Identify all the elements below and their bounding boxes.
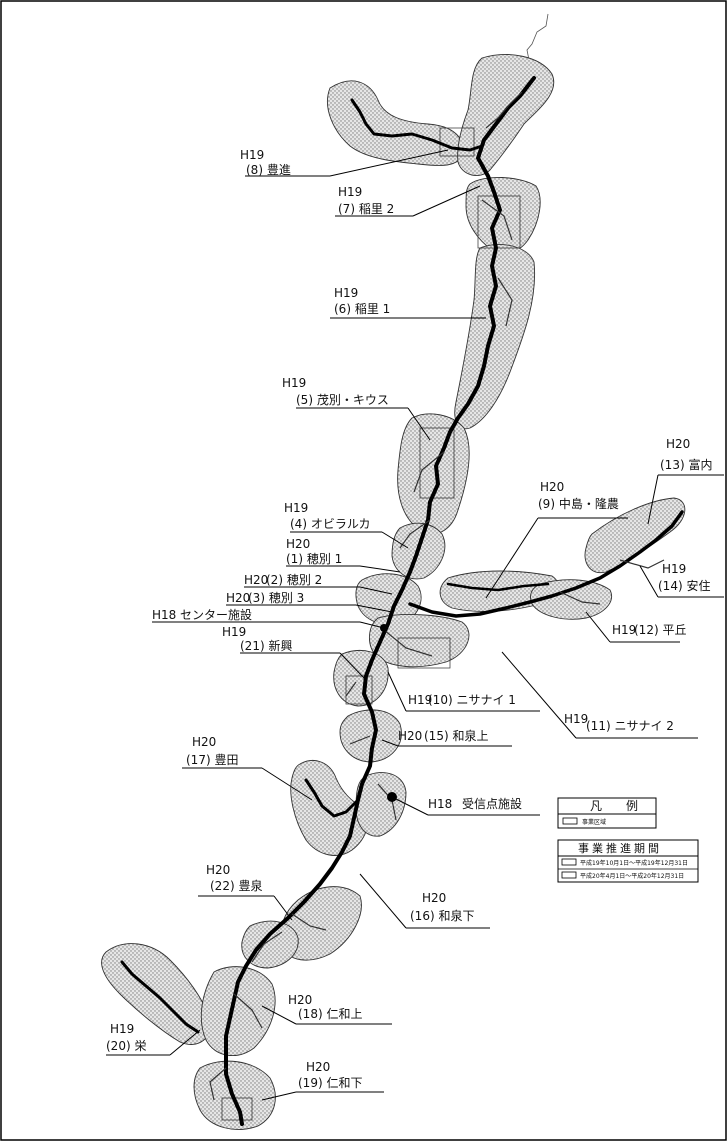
label-22-name: (22) 豊泉 — [210, 879, 262, 893]
label-6-name: (6) 稲里 1 — [334, 302, 390, 316]
label-21-name: (21) 新興 — [240, 638, 292, 653]
period-title: 事業推進期間 — [578, 841, 662, 855]
label-1-era: H20 — [286, 537, 310, 551]
label-2-name: (2) 穂別 2 — [266, 573, 322, 587]
label-13-era: H20 — [666, 437, 690, 451]
branch-lines — [209, 91, 665, 1101]
label-10-name: (10) ニサナイ 1 — [428, 693, 516, 707]
route-8 — [350, 98, 484, 152]
period-swatch-1 — [561, 858, 577, 866]
leader-lines — [106, 149, 724, 1101]
label-8-era: H19 — [240, 148, 264, 162]
label-center-name: センター施設 — [180, 607, 252, 622]
label-8-name: (8) 豊進 — [246, 163, 291, 177]
label-14-era: H19 — [662, 562, 686, 576]
project-period-legend: 事業推進期間 平成19年10月1日～平成19年12月31日 平成20年4月1日～… — [557, 839, 699, 883]
district-outlines — [221, 127, 521, 1121]
label-receiver-era: H18 — [428, 797, 452, 811]
label-9-era: H20 — [540, 480, 564, 494]
area-18 — [200, 966, 276, 1056]
area-5 — [397, 413, 470, 535]
label-17-name: (17) 豊田 — [186, 753, 238, 767]
route-17 — [304, 778, 360, 818]
period-swatch-2 — [561, 871, 577, 879]
label-18-name: (18) 仁和上 — [298, 1007, 362, 1021]
label-12-era: H19 — [612, 623, 636, 637]
label-21-era: H19 — [222, 625, 246, 639]
label-16-name: (16) 和泉下 — [410, 909, 474, 923]
label-17-era: H20 — [192, 735, 216, 749]
legend-item: 事業区域 — [582, 818, 606, 826]
label-14-name: (14) 安住 — [658, 578, 710, 593]
legend: 凡 例 事業区域 — [557, 797, 657, 829]
area-central — [369, 614, 470, 668]
label-18-era: H20 — [288, 993, 312, 1007]
label-3-name: (3) 穂別 3 — [248, 591, 304, 605]
cable-routes — [120, 76, 684, 1126]
period-item-2: 平成20年4月1日～平成20年12月31日 — [580, 872, 684, 880]
label-center-era: H18 — [152, 608, 176, 622]
label-11-era: H19 — [564, 712, 588, 726]
district-labels: H19 (8) 豊進 H19 (7) 稲里 2 H19 (6) 稲里 1 H19… — [106, 148, 712, 1090]
label-3-era: H20 — [226, 591, 250, 605]
label-22-era: H20 — [206, 863, 230, 877]
label-20-era: H19 — [110, 1022, 134, 1036]
area-receiver — [355, 772, 407, 837]
label-7-era: H19 — [338, 185, 362, 199]
label-7-name: (7) 稲里 2 — [338, 202, 394, 216]
label-4-era: H19 — [284, 501, 308, 515]
label-12-name: (12) 平丘 — [634, 623, 686, 637]
main-route — [224, 76, 536, 1126]
route-east — [408, 510, 684, 618]
area-21 — [333, 650, 389, 707]
label-19-name: (19) 仁和下 — [298, 1076, 362, 1090]
label-15-name: (15) 和泉上 — [424, 729, 488, 743]
label-16-era: H20 — [422, 891, 446, 905]
area-6 — [454, 244, 536, 430]
label-5-name: (5) 茂別・キウス — [296, 393, 389, 407]
label-20-name: (20) 栄 — [106, 1039, 146, 1053]
period-item-1: 平成19年10月1日～平成19年12月31日 — [580, 859, 688, 867]
label-6-era: H19 — [334, 286, 358, 300]
area-8 — [327, 80, 464, 166]
route-9 — [446, 582, 550, 592]
label-19-era: H20 — [306, 1060, 330, 1074]
label-10-era: H19 — [408, 693, 432, 707]
label-receiver-name: 受信点施設 — [462, 796, 522, 811]
label-4-name: (4) オビラルカ — [290, 517, 370, 531]
label-11-name: (11) ニサナイ 2 — [586, 719, 674, 733]
label-9-name: (9) 中島・隆農 — [538, 496, 619, 511]
label-5-era: H19 — [282, 376, 306, 390]
route-20 — [120, 960, 200, 1034]
legend-swatch — [562, 817, 578, 825]
label-2-era: H20 — [244, 573, 268, 587]
label-15-era: H20 — [398, 729, 422, 743]
area-7-north — [457, 54, 555, 177]
label-13-name: (13) 富内 — [660, 457, 712, 472]
label-1-name: (1) 穂別 1 — [286, 552, 342, 566]
legend-title: 凡 例 — [590, 799, 638, 813]
